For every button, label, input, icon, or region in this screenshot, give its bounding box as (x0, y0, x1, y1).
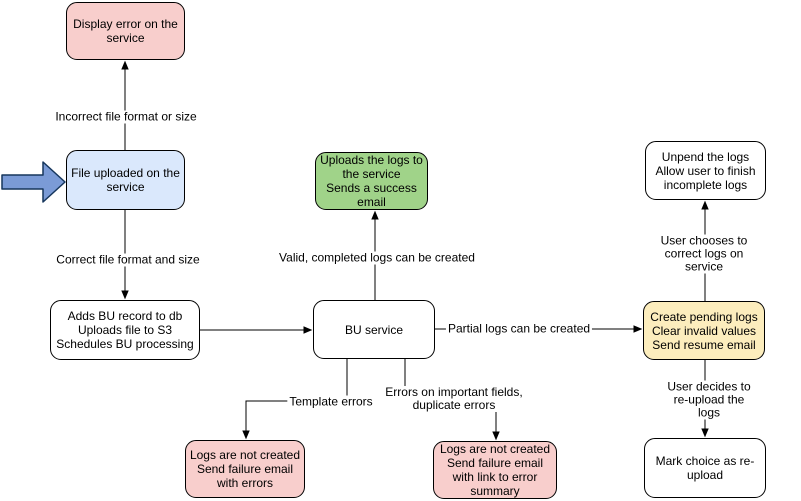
node-create-pending-logs[interactable]: Create pending logs Clear invalid values… (643, 301, 765, 360)
edge-label-partial-logs: Partial logs can be created (445, 321, 593, 336)
node-logs-not-created-errors[interactable]: Logs are not created Send failure email … (185, 440, 305, 498)
edge-label-incorrect-file: Incorrect file format or size (53, 109, 199, 124)
node-logs-not-created-summary[interactable]: Logs are not created Send failure email … (433, 441, 557, 499)
node-adds-bu-record[interactable]: Adds BU record to db Uploads file to S3 … (50, 300, 200, 360)
node-bu-service[interactable]: BU service (313, 300, 435, 359)
edge-label-user-chooses: User chooses to correct logs on service (655, 234, 753, 274)
node-uploads-logs[interactable]: Uploads the logs to the service Sends a … (315, 152, 428, 210)
node-mark-reupload[interactable]: Mark choice as re- upload (644, 438, 766, 498)
node-display-error[interactable]: Display error on the service (66, 2, 185, 60)
edge-label-user-decides: User decides to re-upload the logs (663, 380, 755, 420)
edge-label-correct-file: Correct file format and size (54, 252, 202, 267)
node-file-uploaded[interactable]: File uploaded on the service (66, 150, 185, 210)
edge-label-template-errors: Template errors (287, 394, 375, 409)
edge-label-valid-completed: Valid, completed logs can be created (277, 250, 477, 265)
node-unpend-logs[interactable]: Unpend the logs Allow user to finish inc… (645, 141, 766, 200)
entry-pointer-arrow-icon (1, 161, 66, 203)
edge-label-important-fields: Errors on important fields, duplicate er… (383, 385, 525, 412)
